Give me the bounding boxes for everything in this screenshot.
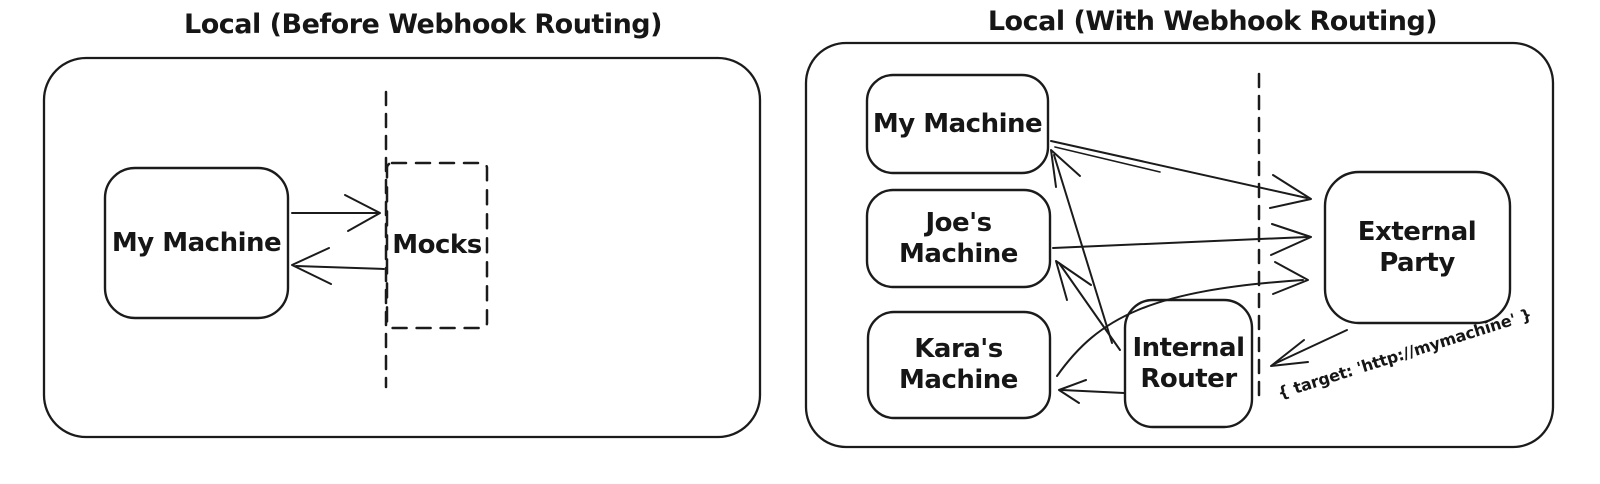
before-my-machine-label: My Machine [111, 227, 282, 258]
arrow-karas-to-external [1056, 261, 1309, 377]
joes-machine-box [865, 188, 1052, 289]
karas-machine-box [866, 310, 1052, 420]
arrow-router-to-karas [1058, 379, 1125, 404]
after-my-machine-box [865, 73, 1050, 175]
before-response-arrow [291, 247, 385, 285]
external-party-box [1323, 170, 1512, 325]
before-my-machine-box [103, 166, 290, 320]
after-panel-title: Local (With Webhook Routing) [987, 6, 1438, 38]
before-request-arrow [291, 194, 381, 232]
external-party-label: External Party [1357, 216, 1477, 278]
internal-router-box [1123, 298, 1254, 429]
before-container-box [42, 56, 762, 439]
karas-machine-label: Kara's Machine [899, 334, 1018, 395]
mocks-label: Mocks [392, 230, 482, 261]
after-my-machine-label: My Machine [872, 108, 1043, 139]
joes-machine-label: Joe's Machine [899, 207, 1018, 269]
after-container-box [804, 41, 1555, 449]
internal-router-label: Internal Router [1132, 332, 1245, 394]
mocks-box [385, 161, 489, 330]
arrow-my-machine-to-external [1050, 140, 1312, 209]
arrow-external-to-router [1270, 329, 1348, 367]
arrow-router-to-joes [1055, 260, 1121, 351]
before-panel-title: Local (Before Webhook Routing) [184, 9, 662, 41]
arrow-router-to-my-machine [1050, 149, 1113, 344]
arrow-joes-to-external [1052, 223, 1312, 256]
